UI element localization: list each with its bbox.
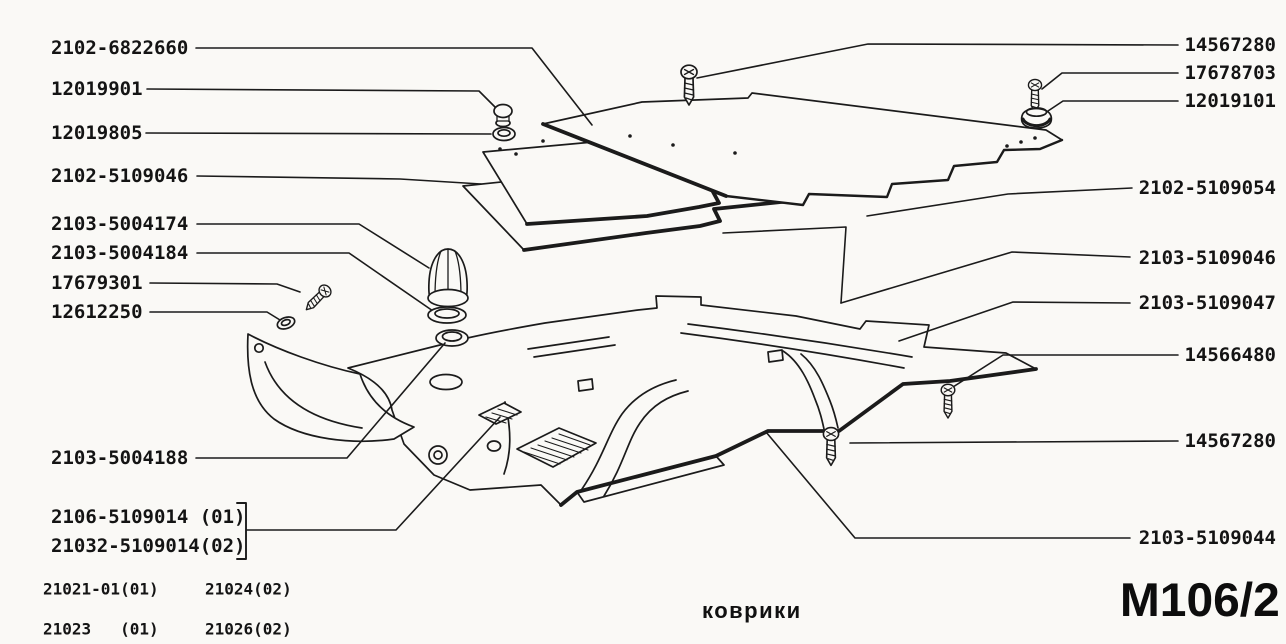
part-number-label: 17678703 bbox=[1184, 62, 1276, 84]
part-number-label: 21024(02) bbox=[205, 579, 292, 599]
grommet-icon bbox=[492, 126, 516, 142]
part-number-label: 12019901 bbox=[51, 78, 143, 100]
washer-icon bbox=[276, 316, 296, 330]
label-bracket bbox=[236, 502, 247, 560]
cap-fastener-icon bbox=[493, 103, 513, 128]
part-number-label: 21026(02) bbox=[205, 619, 292, 639]
page-caption: коврики bbox=[702, 598, 802, 623]
part-number-label: 21032-5109014(02) bbox=[51, 535, 246, 557]
part-number-label: 2102-6822660 bbox=[51, 37, 189, 59]
part-number-label: 21021-01(01) bbox=[43, 579, 159, 599]
part-number-label: 2103-5109044 bbox=[1138, 527, 1276, 549]
screw-icon bbox=[822, 426, 840, 467]
floor-mat-drawing bbox=[347, 295, 1038, 507]
cup-washer-icon bbox=[1020, 106, 1053, 129]
front-mat-piece-drawing bbox=[246, 333, 415, 443]
part-number-label: 2103-5004188 bbox=[51, 447, 189, 469]
part-number-label: 2103-5109046 bbox=[1138, 247, 1276, 269]
leader-lines bbox=[145, 43, 1179, 560]
part-number-label: 14566480 bbox=[1184, 344, 1276, 366]
sheet-code: M106/2 bbox=[1120, 573, 1280, 626]
part-number-label: 2106-5109014 (01) bbox=[51, 506, 246, 528]
part-number-label: 2103-5004174 bbox=[51, 213, 189, 235]
part-number-label: 14567280 bbox=[1184, 34, 1276, 56]
part-number-label: 2103-5004184 bbox=[51, 242, 189, 264]
gearshift-boot-drawing bbox=[427, 248, 469, 308]
part-number-label: 2102-5109046 bbox=[51, 165, 189, 187]
retaining-ring-drawing bbox=[427, 306, 467, 324]
part-number-label: 2103-5109047 bbox=[1138, 292, 1276, 314]
part-number-label: 21023 (01) bbox=[43, 619, 159, 639]
part-number-label: 12019101 bbox=[1184, 90, 1276, 112]
part-number-label: 14567280 bbox=[1184, 430, 1276, 452]
part-number-label: 12019805 bbox=[51, 122, 143, 144]
part-number-label: 2102-5109054 bbox=[1138, 177, 1276, 199]
screw-icon bbox=[940, 383, 956, 419]
screw-icon bbox=[680, 64, 698, 106]
part-number-label: 17679301 bbox=[51, 272, 143, 294]
screw-icon bbox=[301, 281, 335, 315]
part-number-label: 12612250 bbox=[51, 301, 143, 323]
trunk-mat-right-drawing bbox=[541, 92, 1064, 207]
